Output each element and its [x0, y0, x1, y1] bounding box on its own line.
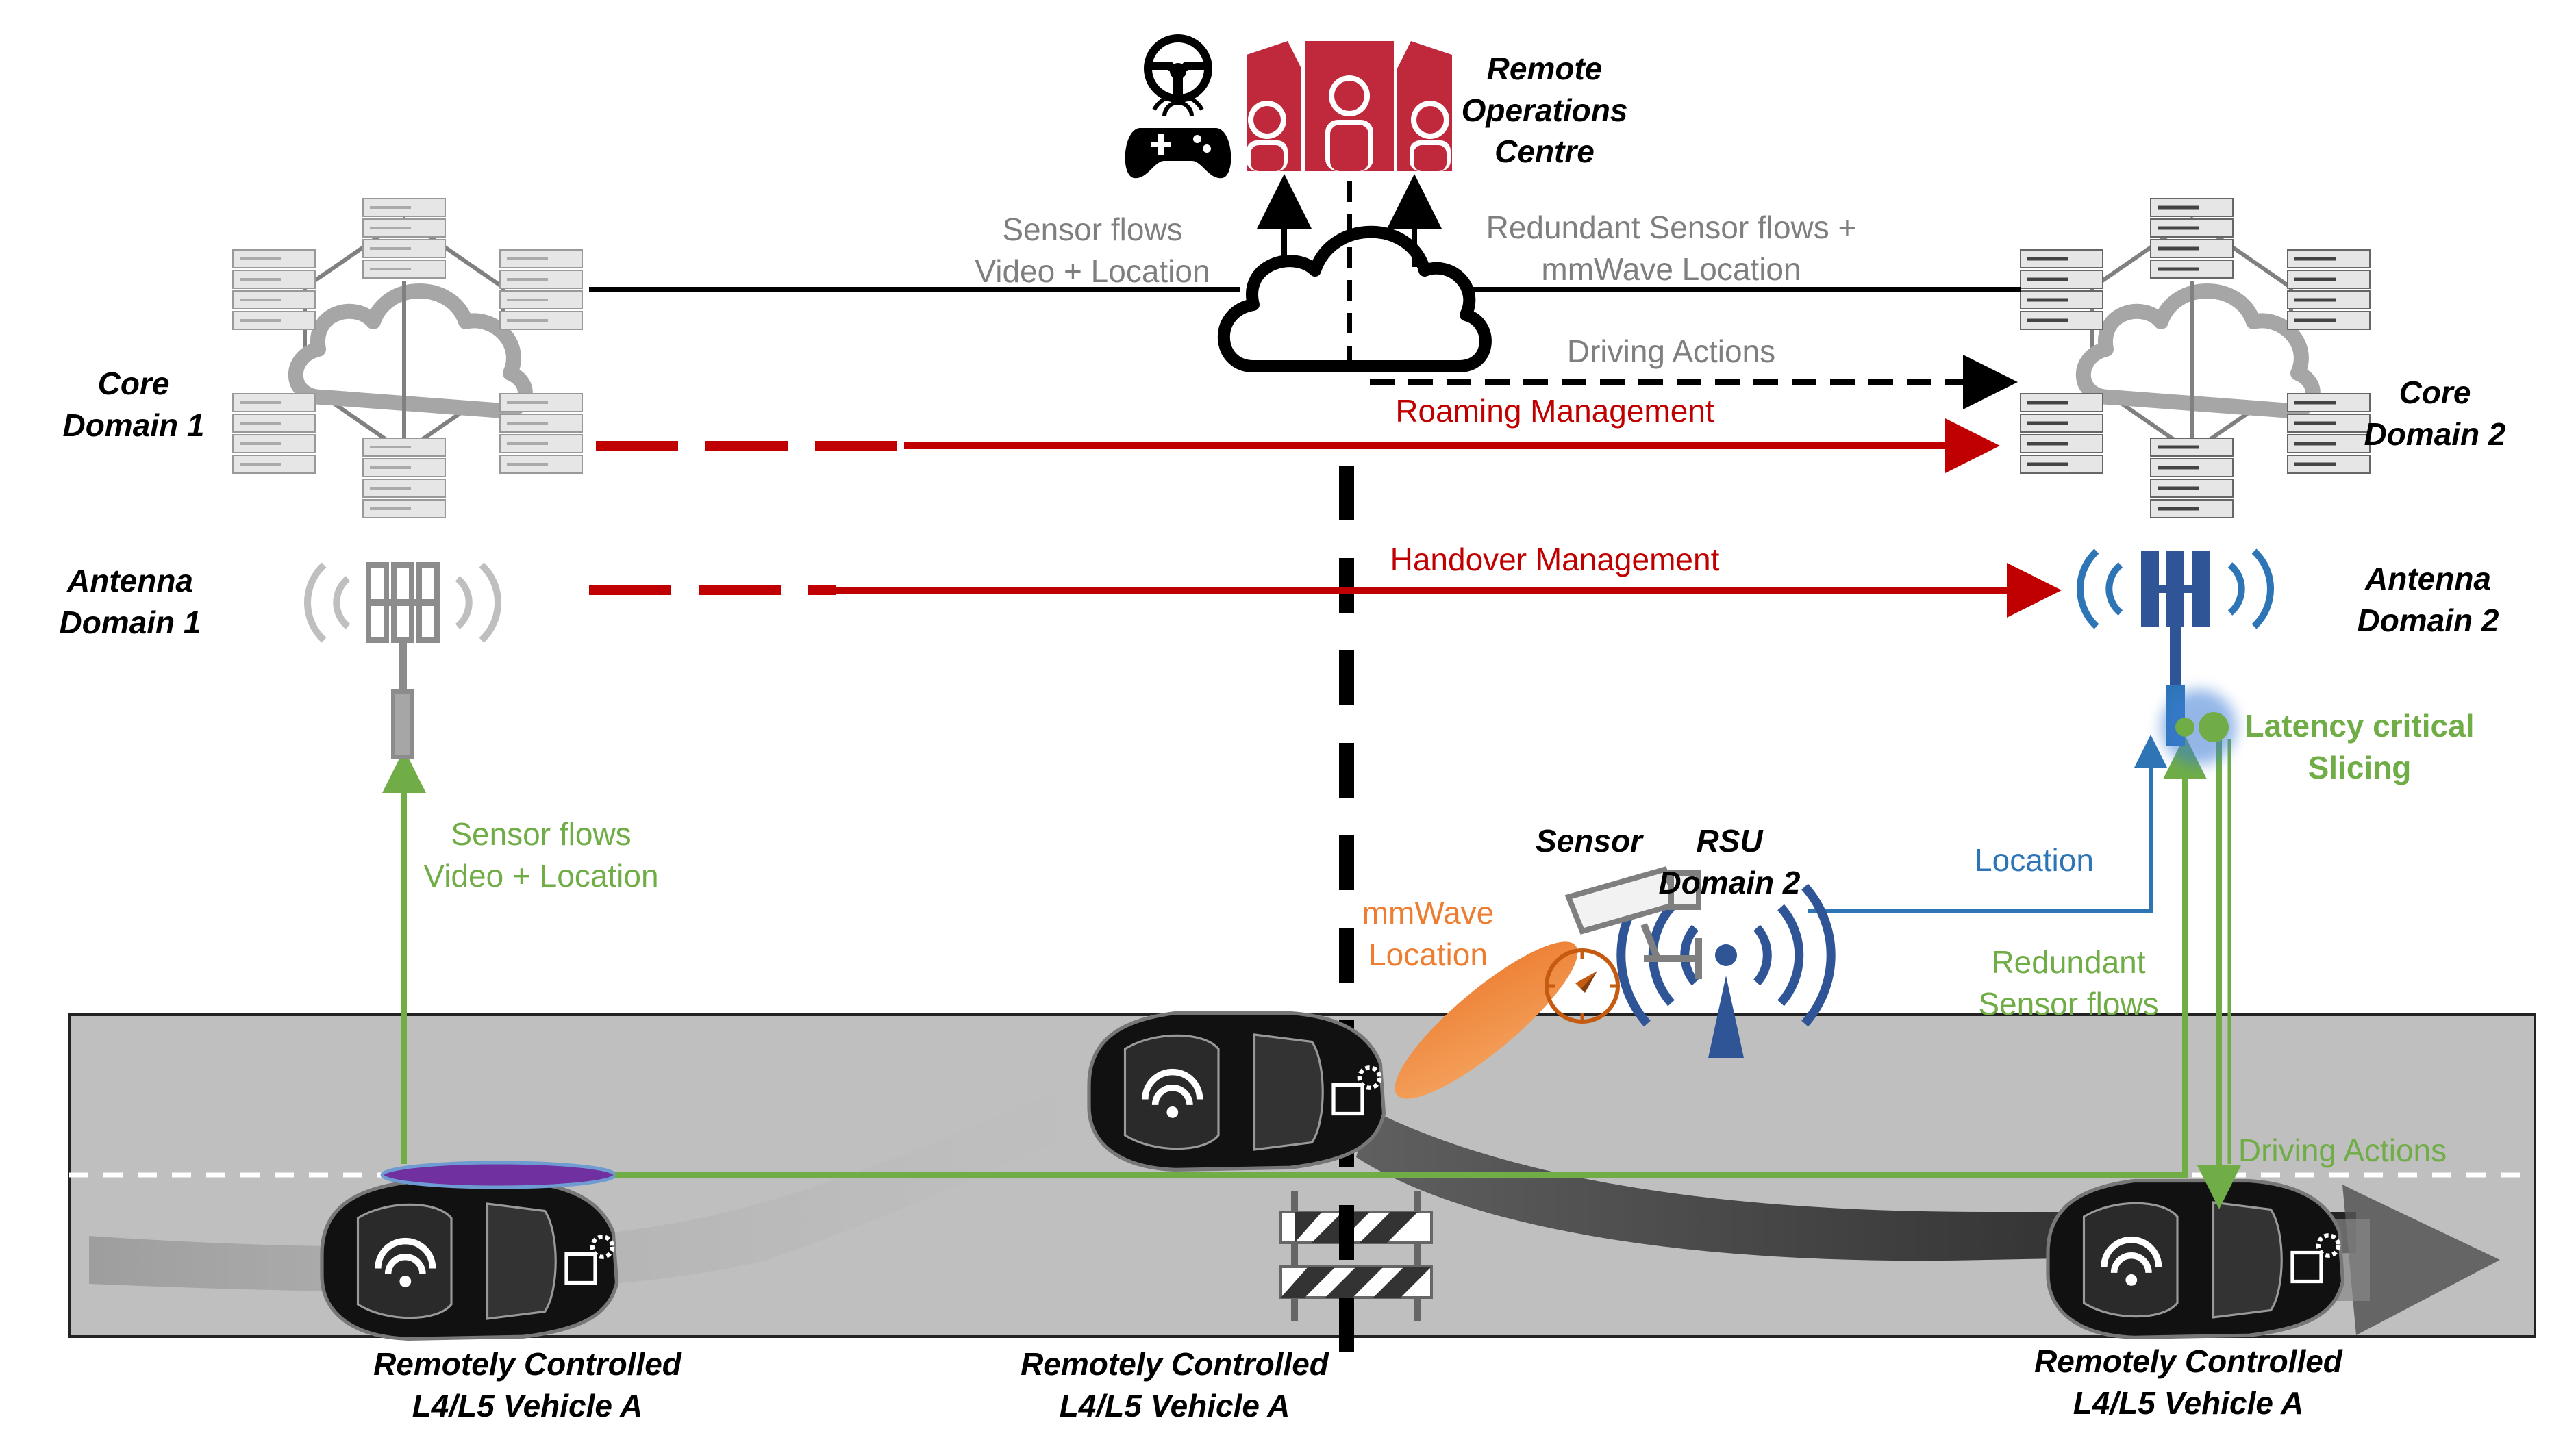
car-icon-right — [2048, 1181, 2343, 1338]
roaming-management-label: Roaming Management — [1395, 393, 1714, 429]
core-domain2-label: Core Domain 2 — [2364, 375, 2506, 452]
redundant-top-label: Redundant Sensor flows + mmWave Location — [1486, 210, 1857, 287]
sensor-flows-left-label: Sensor flows Video + Location — [423, 816, 659, 894]
antenna-tower-icon-domain1 — [303, 562, 502, 759]
mmwave-location-label: mmWave Location — [1362, 895, 1495, 972]
gamepad-icon — [1125, 93, 1231, 179]
redundant-sensor-flows-label: Redundant Sensor flows — [1978, 944, 2159, 1022]
cloud-icon-central — [1217, 171, 1492, 372]
motion-arrow-right — [2342, 1185, 2500, 1335]
camera-sensor-icon — [1564, 866, 1702, 979]
handover-management-label: Handover Management — [1390, 542, 1720, 577]
location-label: Location — [1975, 842, 2094, 878]
vehicle-middle-label: Remotely Controlled L4/L5 Vehicle A — [1021, 1346, 1329, 1424]
remote-operations-label: Remote Operations Centre — [1461, 51, 1628, 170]
car-icon-left — [322, 1182, 617, 1339]
compass-icon — [1545, 948, 1620, 1024]
mmwave-beam — [1395, 941, 1578, 1099]
sensor-flow-bottom-line — [615, 735, 2207, 1178]
core-domain1-cloud — [232, 197, 584, 519]
road-barrier-icon — [1279, 1191, 1433, 1321]
vehicle-sensor-bar — [380, 1161, 617, 1189]
latency-slicing-label: Latency critical Slicing — [2244, 708, 2475, 785]
core-domain1-label: Core Domain 1 — [62, 366, 205, 443]
rsu-domain2-label: RSU Domain 2 — [1658, 823, 1801, 900]
core-domain2-cloud — [2021, 199, 2370, 518]
antenna-domain1-label: Antenna Domain 1 — [59, 563, 201, 640]
operators-icon — [1247, 41, 1452, 171]
vehicle-left-label: Remotely Controlled L4/L5 Vehicle A — [373, 1346, 681, 1424]
car-icon-middle — [1089, 1013, 1384, 1170]
driving-actions-bottom-label: Driving Actions — [2238, 1133, 2447, 1168]
antenna-domain2-label: Antenna Domain 2 — [2357, 561, 2499, 638]
steering-wheel-icon — [1144, 34, 1212, 103]
sensor-label: Sensor — [1536, 823, 1642, 859]
vehicle-right-label: Remotely Controlled L4/L5 Vehicle A — [2034, 1343, 2342, 1421]
sensor-flows-top-label: Sensor flows Video + Location — [975, 212, 1210, 289]
slicing-node — [2199, 712, 2229, 742]
location-flow-line — [1808, 735, 2167, 913]
driving-actions-top-label: Driving Actions — [1566, 333, 1776, 369]
